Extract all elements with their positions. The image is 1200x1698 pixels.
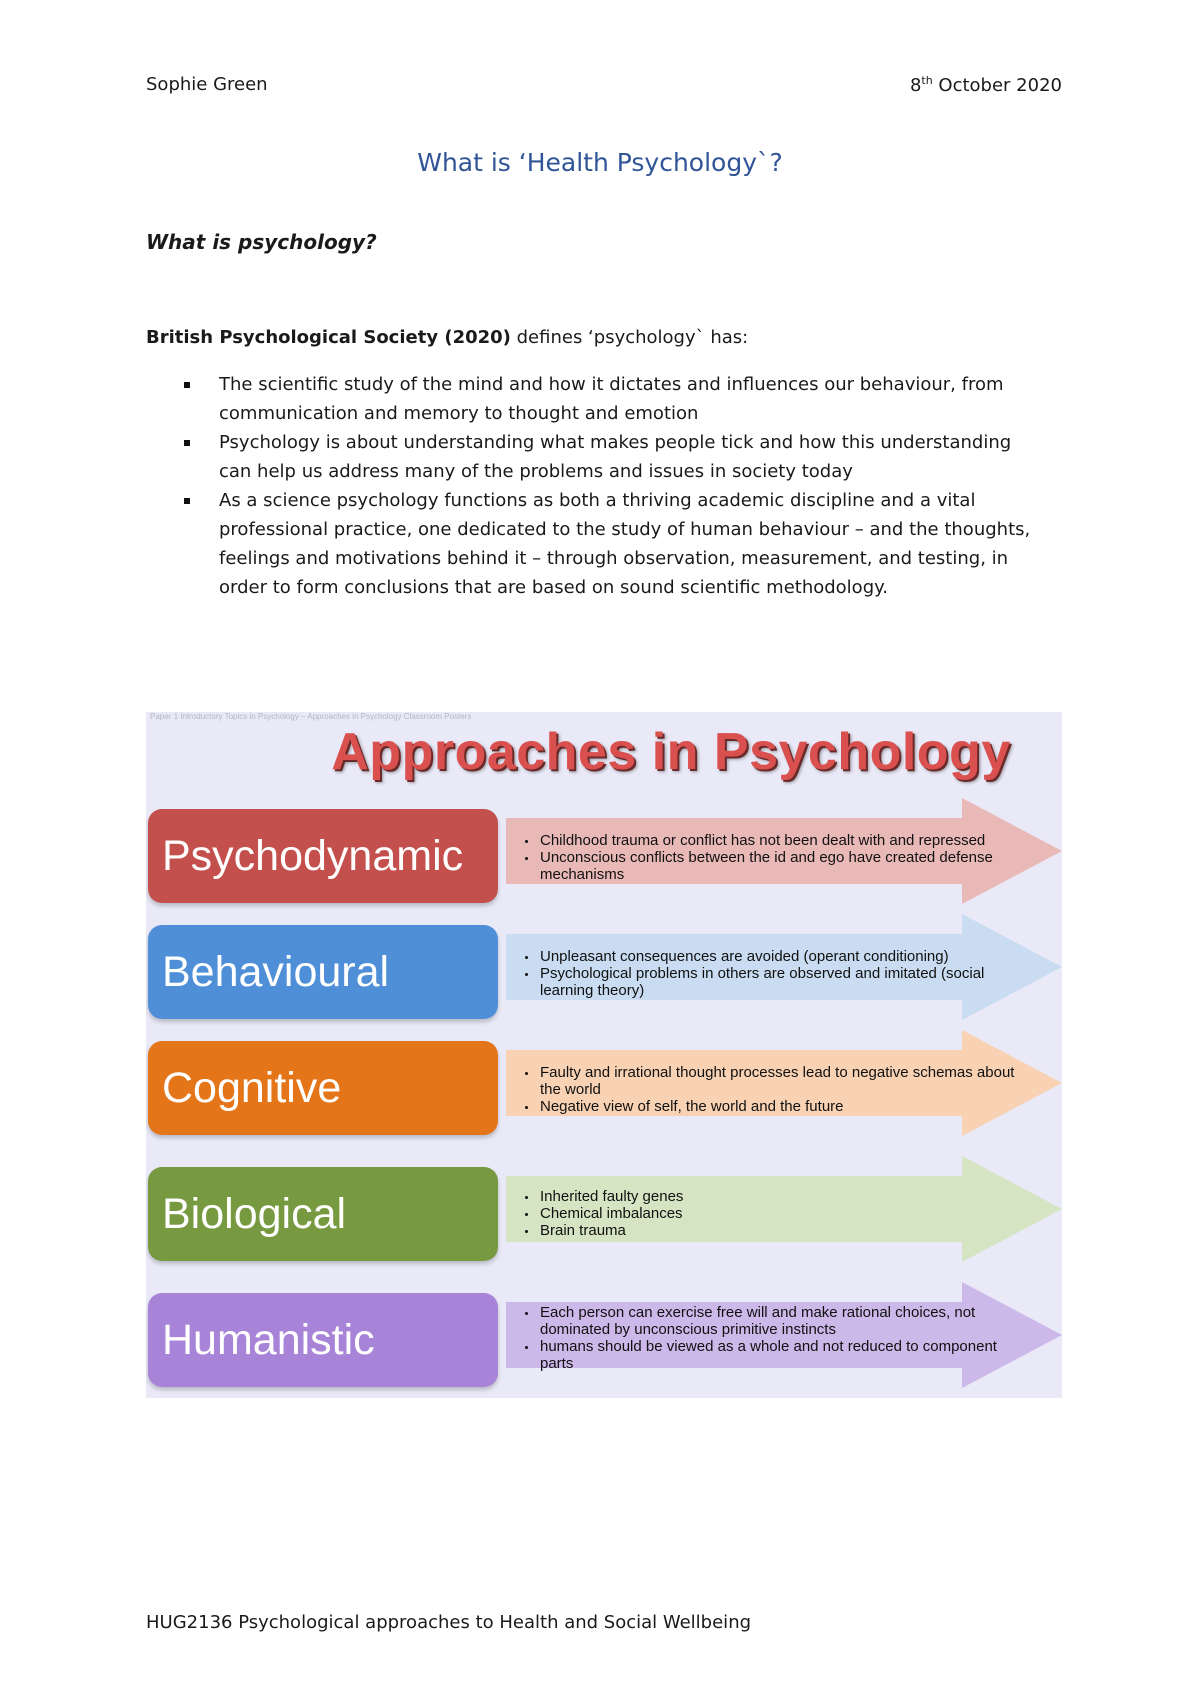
- arrow-polygon: [506, 914, 1062, 1020]
- approach-point: Childhood trauma or conflict has not bee…: [524, 832, 1024, 849]
- definition-item: Psychology is about understanding what m…: [146, 428, 1046, 486]
- approach-label-box: Psychodynamic: [148, 809, 498, 903]
- approach-row-cognitive: Cognitive Faulty and irrational thought …: [146, 1030, 1062, 1136]
- approach-point: Brain trauma: [524, 1222, 1024, 1239]
- intro-source: British Psychological Society (2020): [146, 327, 511, 348]
- approach-row-humanistic: Humanistic Each person can exercise free…: [146, 1282, 1062, 1388]
- document-date: 8th October 2020: [910, 74, 1062, 96]
- approach-point: Negative view of self, the world and the…: [524, 1098, 1024, 1115]
- approach-point-text: Unpleasant consequences are avoided (ope…: [540, 948, 949, 965]
- bullet-marker: [184, 382, 190, 388]
- approach-point: Each person can exercise free will and m…: [524, 1304, 1024, 1338]
- approach-point: Inherited faulty genes: [524, 1188, 1024, 1205]
- bullet-dot: [525, 840, 528, 843]
- section-subheading: What is psychology?: [146, 230, 377, 254]
- approach-label-box: Humanistic: [148, 1293, 498, 1387]
- approach-name: Behavioural: [162, 948, 390, 996]
- approach-point: Psychological problems in others are obs…: [524, 965, 1024, 999]
- approach-name: Psychodynamic: [162, 832, 464, 880]
- approach-point-text: Brain trauma: [540, 1222, 626, 1239]
- approach-point: Chemical imbalances: [524, 1205, 1024, 1222]
- approach-point: humans should be viewed as a whole and n…: [524, 1338, 1024, 1372]
- date-suffix: th: [921, 74, 933, 87]
- arrow-shape: [506, 914, 1062, 1020]
- approach-row-biological: Biological Inherited faulty genes Chemic…: [146, 1156, 1062, 1262]
- approach-point-text: Unconscious conflicts between the id and…: [540, 849, 993, 883]
- approach-point-text: Childhood trauma or conflict has not bee…: [540, 832, 986, 849]
- bullet-marker: [184, 498, 190, 504]
- approach-points: Inherited faulty genes Chemical imbalanc…: [524, 1188, 1024, 1239]
- bullet-dot: [525, 1106, 528, 1109]
- approach-row-behavioural: Behavioural Unpleasant consequences are …: [146, 914, 1062, 1020]
- bullet-dot: [525, 1346, 528, 1349]
- approach-name: Biological: [162, 1190, 347, 1238]
- bullet-dot: [525, 956, 528, 959]
- arrow-shape: [506, 798, 1062, 904]
- bullet-dot: [525, 1230, 528, 1233]
- approach-point-text: Faulty and irrational thought processes …: [540, 1064, 1015, 1098]
- approach-label-box: Cognitive: [148, 1041, 498, 1135]
- arrow-shape: [506, 1156, 1062, 1262]
- approach-point: Unpleasant consequences are avoided (ope…: [524, 948, 1024, 965]
- bullet-dot: [525, 1196, 528, 1199]
- arrow-polygon: [506, 1156, 1062, 1262]
- arrow-shape: [506, 1282, 1062, 1388]
- intro-sentence: British Psychological Society (2020) def…: [146, 327, 748, 348]
- approach-points: Childhood trauma or conflict has not bee…: [524, 832, 1024, 883]
- approach-points: Faulty and irrational thought processes …: [524, 1064, 1024, 1115]
- arrow-shape: [506, 1030, 1062, 1136]
- bullet-dot: [525, 973, 528, 976]
- approach-name: Cognitive: [162, 1064, 342, 1112]
- intro-rest: defines ‘psychology` has:: [516, 327, 749, 348]
- approach-row-psychodynamic: Psychodynamic Childhood trauma or confli…: [146, 798, 1062, 904]
- bullet-dot: [525, 857, 528, 860]
- approach-points: Each person can exercise free will and m…: [524, 1304, 1024, 1372]
- approach-label-box: Biological: [148, 1167, 498, 1261]
- approach-point-text: Inherited faulty genes: [540, 1188, 684, 1205]
- approach-point-text: Negative view of self, the world and the…: [540, 1098, 844, 1115]
- approach-point-text: Psychological problems in others are obs…: [540, 965, 985, 999]
- figure-top-caption: Paper 1 Introductory Topics in Psycholog…: [150, 712, 472, 721]
- arrow-polygon: [506, 1030, 1062, 1136]
- figure-title: Approaches in Psychology: [331, 723, 1011, 781]
- approach-name: Humanistic: [162, 1316, 375, 1364]
- approaches-figure: Paper 1 Introductory Topics in Psycholog…: [146, 712, 1062, 1398]
- definition-item: As a science psychology functions as bot…: [146, 486, 1046, 602]
- approach-point-text: humans should be viewed as a whole and n…: [540, 1338, 997, 1372]
- date-day: 8: [909, 75, 922, 96]
- page-title: What is ‘Health Psychology`?: [417, 148, 783, 177]
- author-name: Sophie Green: [146, 74, 268, 95]
- definition-text: The scientific study of the mind and how…: [219, 374, 1004, 424]
- approach-point-text: Each person can exercise free will and m…: [540, 1304, 976, 1338]
- page-footer: HUG2136 Psychological approaches to Heal…: [146, 1612, 752, 1633]
- approach-point: Unconscious conflicts between the id and…: [524, 849, 1024, 883]
- approach-label-box: Behavioural: [148, 925, 498, 1019]
- bullet-dot: [525, 1312, 528, 1315]
- definition-text: Psychology is about understanding what m…: [219, 432, 1012, 482]
- arrow-polygon: [506, 798, 1062, 904]
- definition-list: The scientific study of the mind and how…: [146, 370, 1046, 602]
- date-month-year: October 2020: [938, 75, 1062, 96]
- bullet-marker: [184, 440, 190, 446]
- approach-point: Faulty and irrational thought processes …: [524, 1064, 1024, 1098]
- arrow-polygon: [506, 1282, 1062, 1388]
- bullet-dot: [525, 1213, 528, 1216]
- approach-points: Unpleasant consequences are avoided (ope…: [524, 948, 1024, 999]
- definition-text: As a science psychology functions as bot…: [219, 490, 1031, 598]
- definition-item: The scientific study of the mind and how…: [146, 370, 1046, 428]
- bullet-dot: [525, 1072, 528, 1075]
- approach-point-text: Chemical imbalances: [540, 1205, 683, 1222]
